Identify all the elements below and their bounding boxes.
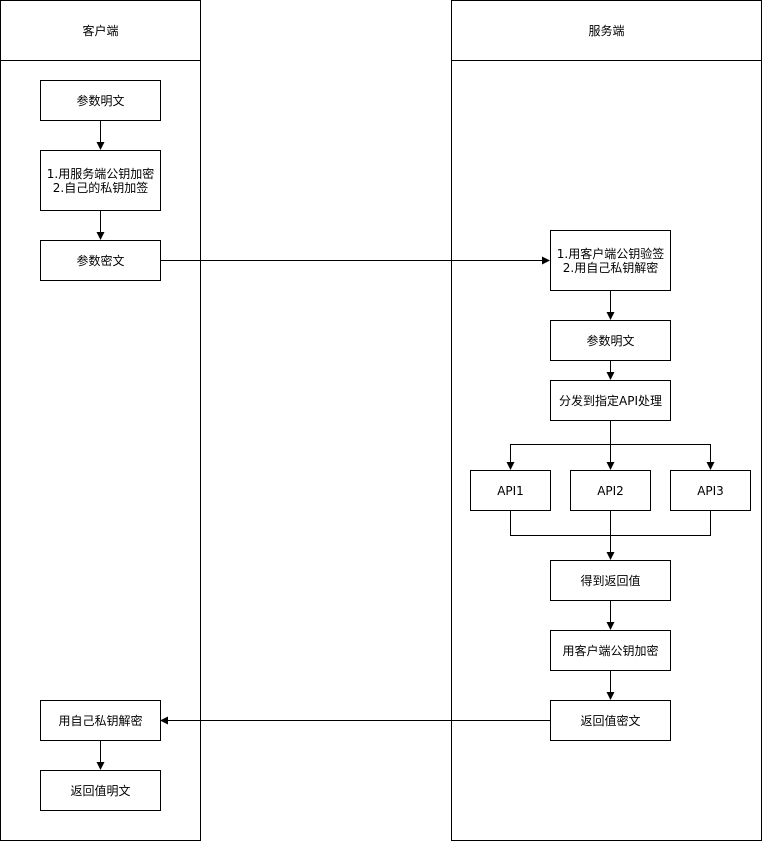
- client-encrypt-sign-node[interactable]: 1.用服务端公钥加密 2.自己的私钥加签: [40, 150, 161, 211]
- server-dispatch-node[interactable]: 分发到指定API处理: [550, 380, 671, 421]
- server-params-plain-node[interactable]: 参数明文: [550, 320, 671, 361]
- server-api2-node[interactable]: API2: [570, 470, 651, 511]
- server-api1-node[interactable]: API1: [470, 470, 551, 511]
- client-params-plain-node[interactable]: 参数明文: [40, 80, 161, 121]
- client-decrypt-own-node[interactable]: 用自己私钥解密: [40, 700, 161, 741]
- client-params-cipher-node[interactable]: 参数密文: [40, 240, 161, 281]
- server-verify-decrypt-node[interactable]: 1.用客户端公钥验签 2.用自己私钥解密: [550, 230, 671, 291]
- server-get-return-node[interactable]: 得到返回值: [550, 560, 671, 601]
- server-return-cipher-node[interactable]: 返回值密文: [550, 700, 671, 741]
- server-encrypt-client-node[interactable]: 用客户端公钥加密: [550, 630, 671, 671]
- server-lane-title: 服务端: [452, 1, 761, 61]
- client-return-plain-node[interactable]: 返回值明文: [40, 770, 161, 811]
- server-api3-node[interactable]: API3: [670, 470, 751, 511]
- client-lane-title: 客户端: [1, 1, 200, 61]
